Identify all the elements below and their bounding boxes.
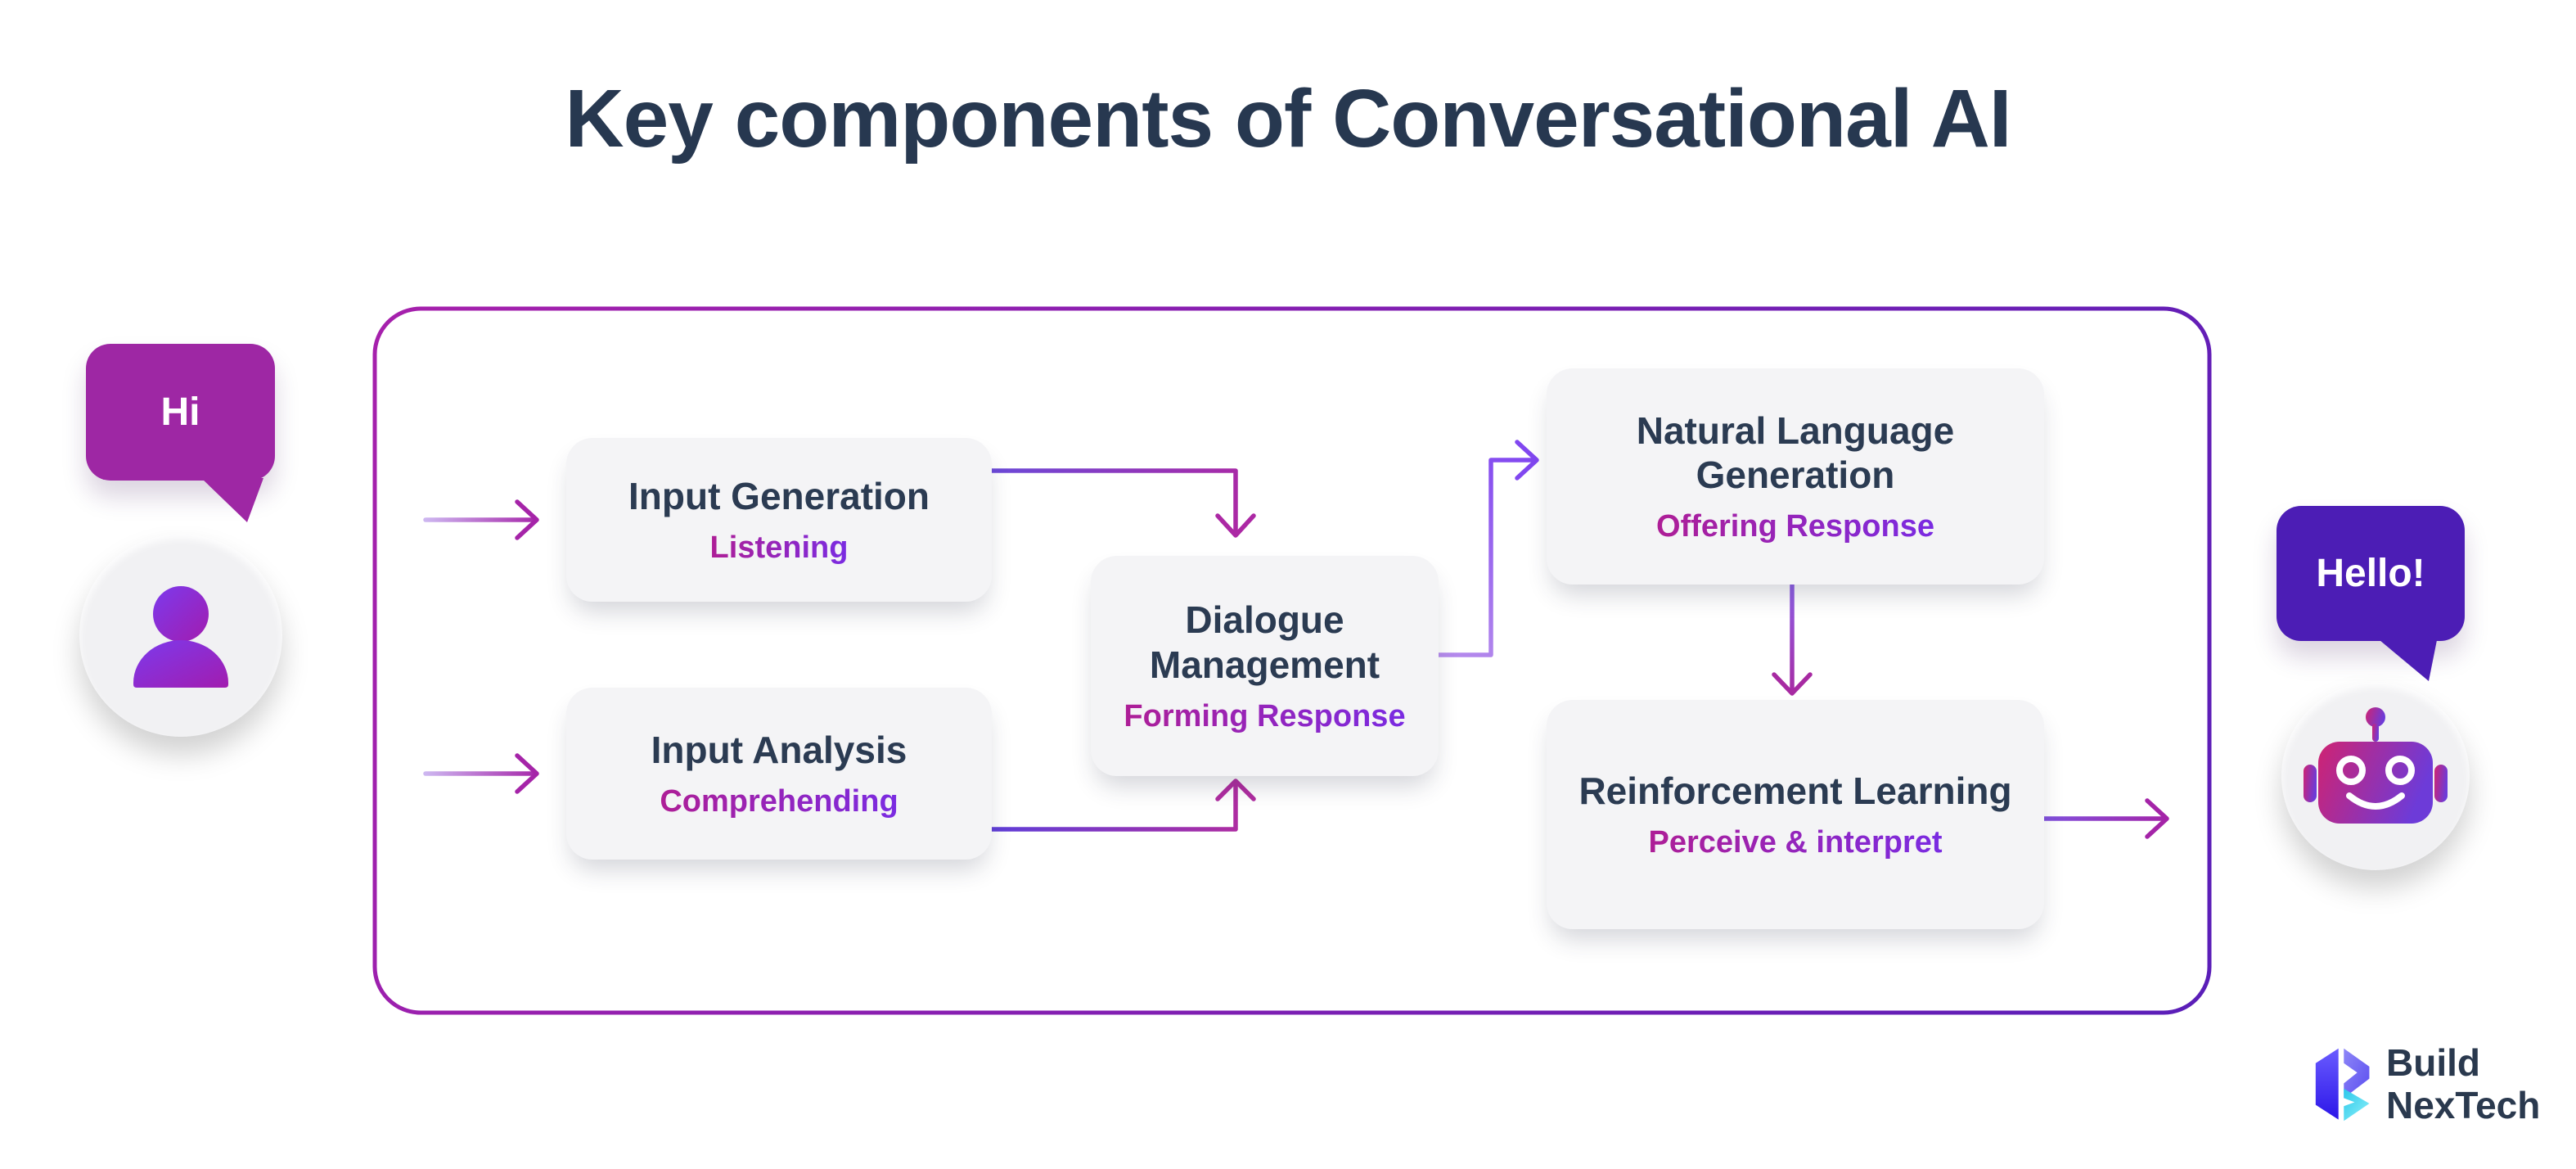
bot-speech-bubble: Hello! (2277, 506, 2465, 641)
node-input-analysis: Input Analysis Comprehending (566, 688, 992, 860)
arrow-input-analysis-to-dialogue (989, 779, 1256, 832)
node-subtitle: Perceive & interpret (1648, 825, 1943, 860)
user-speech-bubble-tail (201, 478, 263, 522)
logo-line1: Build (2386, 1041, 2480, 1085)
page-title: Key components of Conversational AI (565, 73, 2011, 165)
node-title: Natural Language Generation (1636, 408, 1955, 497)
arrow-entry-input-analysis (423, 753, 539, 794)
user-bubble-text: Hi (160, 390, 200, 434)
arrow-dialogue-to-nlg (1436, 440, 1539, 657)
user-speech-bubble: Hi (86, 344, 275, 481)
node-title: Reinforcement Learning (1578, 769, 2012, 812)
arrow-input-generation-to-dialogue (989, 468, 1256, 538)
arrow-entry-input-generation (423, 499, 539, 540)
person-icon (133, 586, 228, 688)
bot-avatar (2281, 682, 2470, 870)
robot-icon (2304, 707, 2448, 824)
node-reinforcement-learning: Reinforcement Learning Perceive & interp… (1547, 700, 2044, 929)
logo-line2: NexTech (2386, 1084, 2541, 1126)
flow-container-border (372, 306, 2212, 1015)
node-subtitle: Offering Response (1656, 509, 1934, 544)
logo-mark-icon (2315, 1048, 2370, 1122)
node-dialogue-management: Dialogue Management Forming Response (1091, 556, 1439, 776)
arrow-reinforcement-exit (2042, 798, 2169, 839)
arrow-nlg-to-reinforcement (1772, 582, 1813, 696)
bot-speech-bubble-tail (2380, 640, 2437, 681)
node-title: Input Generation (628, 474, 930, 517)
node-subtitle: Listening (709, 530, 849, 566)
node-input-generation: Input Generation Listening (566, 438, 992, 602)
bot-bubble-text: Hello! (2316, 552, 2425, 595)
user-avatar (79, 534, 282, 737)
node-title: Input Analysis (651, 728, 907, 771)
logo-text: Build NexTech (2386, 1042, 2540, 1126)
node-natural-language-generation: Natural Language Generation Offering Res… (1547, 368, 2044, 584)
node-title: Dialogue Management (1149, 598, 1380, 686)
node-subtitle: Comprehending (660, 784, 898, 819)
brand-logo: Build NexTech (2308, 1041, 2540, 1128)
node-subtitle: Forming Response (1124, 698, 1406, 733)
